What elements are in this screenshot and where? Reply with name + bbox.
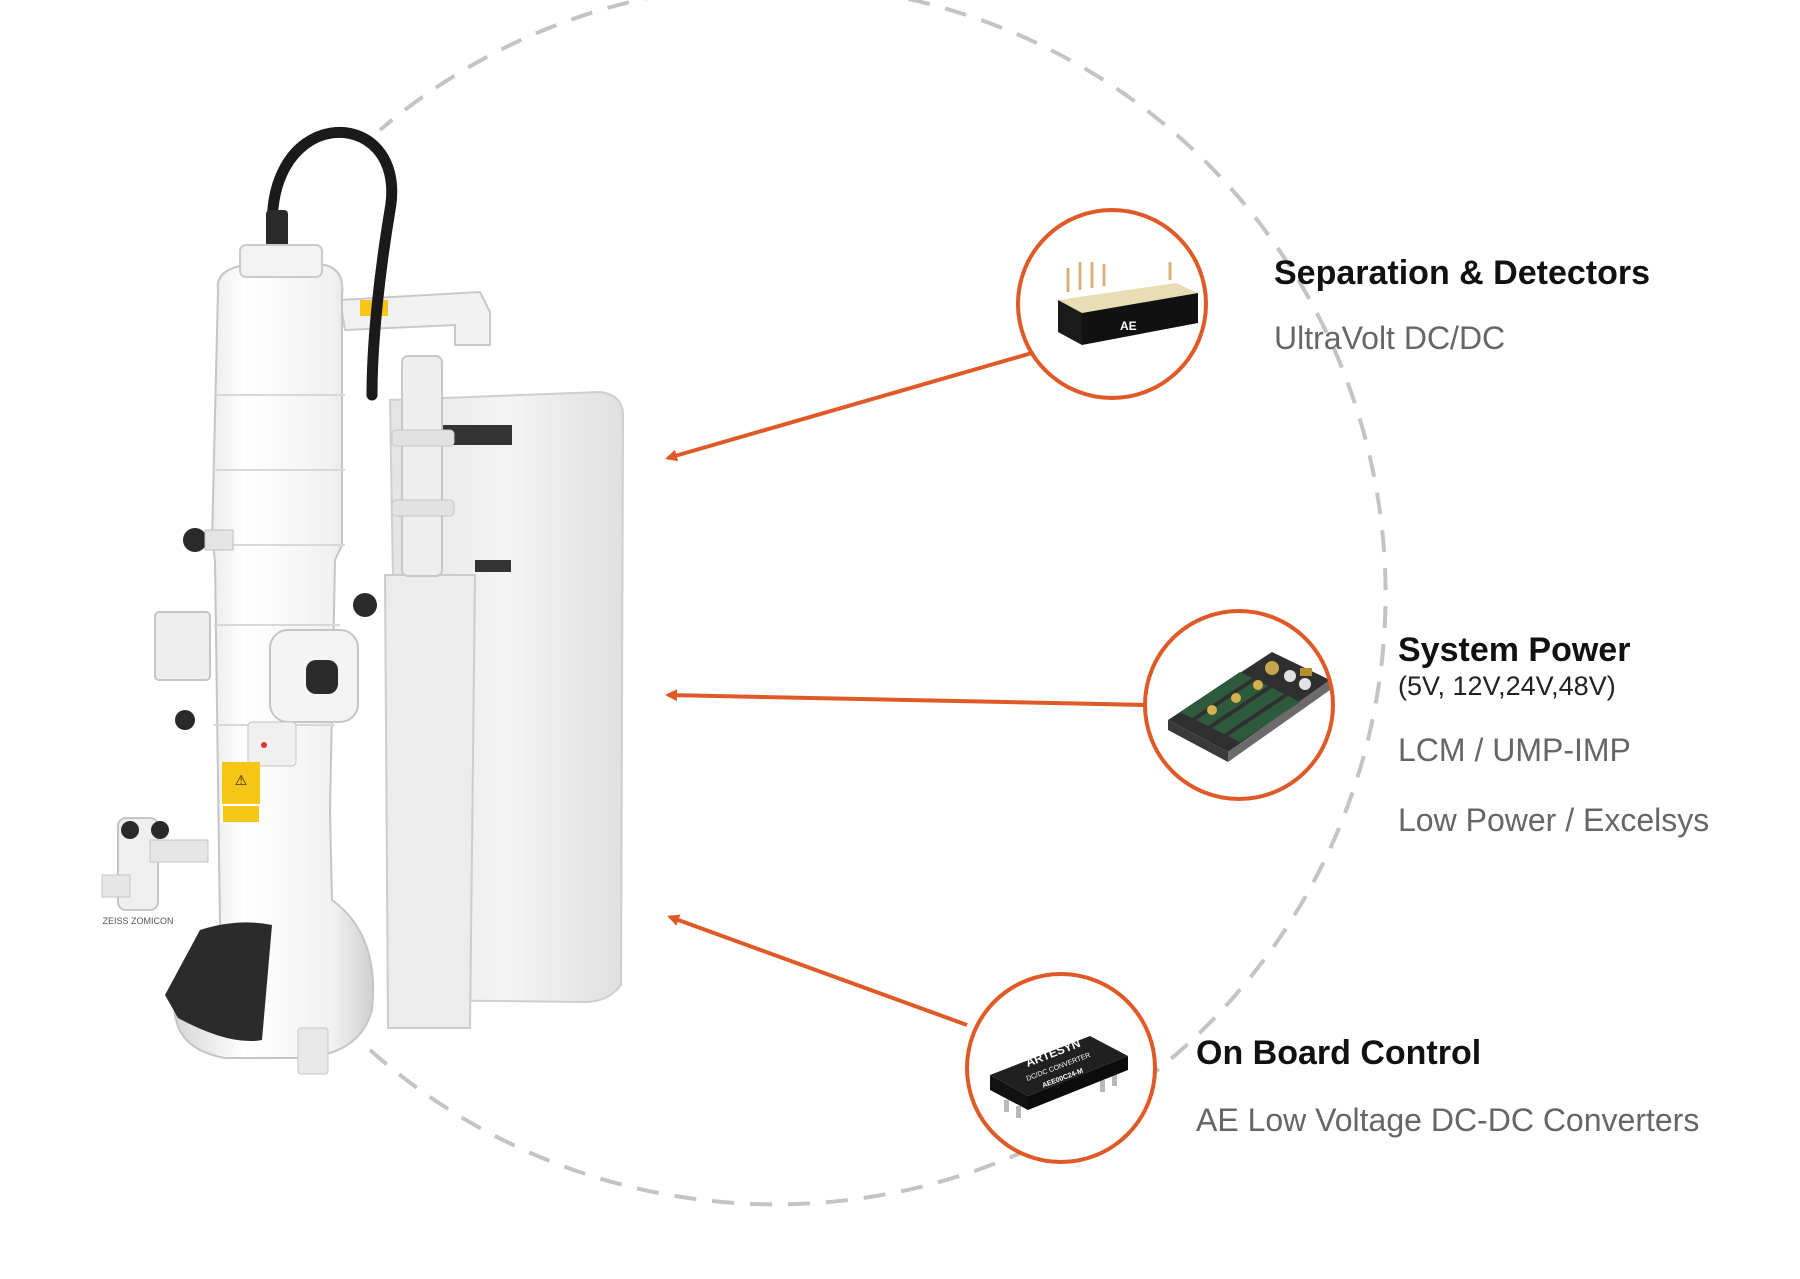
callout-on-board-control: On Board Control AE Low Voltage DC-DC Co… — [1196, 1034, 1700, 1142]
fiber-cable — [267, 127, 398, 401]
callout-line: UltraVolt DC/DC — [1274, 320, 1506, 357]
ultravolt-dc-dc-module-icon: AE — [1016, 208, 1208, 400]
callout-title: System Power — [1398, 631, 1631, 669]
cabinet-front-panel — [383, 574, 477, 1029]
arrow-separation — [665, 351, 1033, 462]
svg-text:ZEISS ZOMICON: ZEISS ZOMICON — [102, 916, 173, 926]
binocular-attachment: ZEISS ZOMICON — [101, 817, 209, 926]
side-box — [154, 611, 211, 681]
svg-text:AE: AE — [1120, 319, 1137, 333]
cabinet-slot — [475, 560, 511, 572]
foot-pedal — [165, 922, 272, 1042]
callout-separation-detectors: Separation & Detectors UltraVolt DC/DC — [1274, 254, 1650, 360]
callout-line: LCM / UMP-IMP — [1398, 732, 1631, 769]
arrow-system-power — [665, 689, 1148, 707]
callout-title: Separation & Detectors — [1274, 254, 1650, 292]
callout-line: Low Power / Excelsys — [1398, 801, 1710, 838]
upper-arm — [338, 290, 491, 346]
callout-line: AE Low Voltage DC-DC Converters — [1196, 1102, 1700, 1139]
power-supply-board-icon — [1143, 609, 1335, 801]
electron-microscope-illustration: ⚠ ZEISS ZOMICON — [101, 127, 625, 1075]
support-pillar — [401, 355, 443, 577]
callout-subtitle: (5V, 12V,24V,48V) — [1398, 671, 1616, 702]
callout-system-power: System Power (5V, 12V,24V,48V) LCM / UMP… — [1398, 631, 1710, 842]
svg-text:⚠: ⚠ — [235, 772, 248, 788]
artesyn-dc-dc-converter-chip-icon: ARTESYN DC/DC CONVERTER AEE00C24-M — [965, 972, 1157, 1164]
callout-title: On Board Control — [1196, 1034, 1482, 1072]
arrow-on-board — [667, 914, 968, 1027]
